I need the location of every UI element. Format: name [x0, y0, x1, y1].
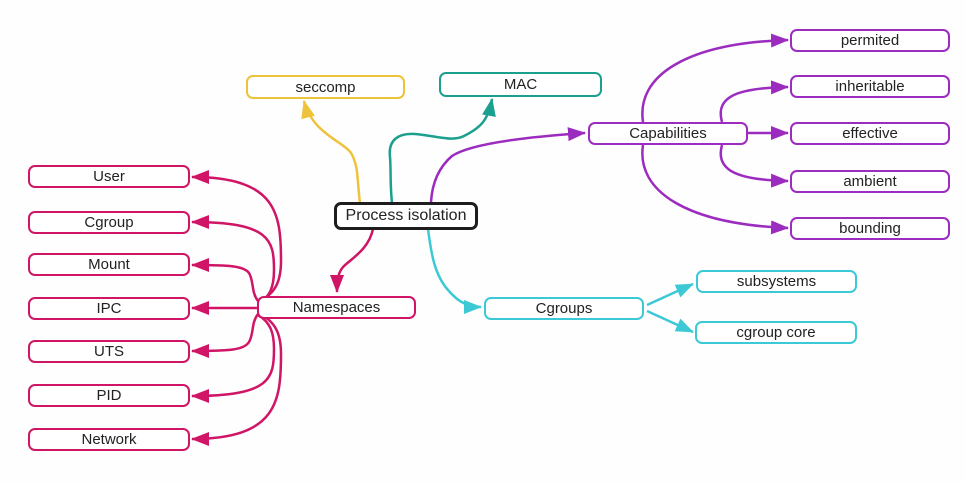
node-cgroup-core[interactable]: cgroup core [695, 321, 857, 344]
edge-capabilities-bounding [641, 144, 789, 235]
node-bounding-label: bounding [839, 220, 901, 237]
edge-namespaces-pid [191, 313, 276, 403]
node-effective[interactable]: effective [790, 122, 950, 145]
node-pid-label: PID [96, 387, 122, 404]
node-namespaces[interactable]: Namespaces [257, 296, 416, 319]
edge-namespaces-network [191, 311, 283, 446]
node-cgroup[interactable]: Cgroup [28, 211, 190, 234]
edge-namespaces-mount [191, 258, 260, 302]
node-seccomp[interactable]: seccomp [246, 75, 405, 99]
node-capabilities[interactable]: Capabilities [588, 122, 748, 145]
node-subsystems[interactable]: subsystems [696, 270, 857, 293]
node-bounding[interactable]: bounding [790, 217, 950, 240]
edge-process-namespaces [330, 228, 375, 293]
edge-process-cgroups [426, 228, 482, 314]
node-cgroup-label: Cgroup [84, 214, 134, 231]
node-uts-label: UTS [94, 343, 124, 360]
edge-capabilities-inheritable [719, 80, 789, 123]
node-effective-label: effective [842, 125, 898, 142]
node-network[interactable]: Network [28, 428, 190, 451]
node-capabilities-label: Capabilities [629, 125, 707, 142]
edge-namespaces-uts [191, 313, 260, 358]
edge-process-seccomp [301, 100, 362, 204]
node-seccomp-label: seccomp [295, 78, 356, 96]
node-inheritable[interactable]: inheritable [790, 75, 950, 98]
edge-process-mac [388, 98, 496, 204]
edge-process-capabilities [429, 127, 586, 203]
node-mount-label: Mount [88, 256, 130, 273]
edge-namespaces-user [191, 170, 283, 304]
node-network-label: Network [81, 431, 137, 448]
node-cgroups[interactable]: Cgroups [484, 297, 644, 320]
node-user[interactable]: User [28, 165, 190, 188]
node-mount[interactable]: Mount [28, 253, 190, 276]
node-pid[interactable]: PID [28, 384, 190, 407]
node-process-isolation[interactable]: Process isolation [334, 202, 478, 230]
node-ipc-label: IPC [96, 300, 122, 317]
node-user-label: User [93, 168, 125, 185]
node-permited-label: permited [840, 32, 900, 49]
node-uts[interactable]: UTS [28, 340, 190, 363]
node-process-isolation-label: Process isolation [345, 207, 467, 224]
node-ambient-label: ambient [843, 173, 897, 190]
node-ipc[interactable]: IPC [28, 297, 190, 320]
node-inheritable-label: inheritable [835, 78, 905, 95]
node-ambient[interactable]: ambient [790, 170, 950, 193]
edge-namespaces-cgroup [191, 215, 276, 306]
edge-capabilities-ambient [719, 144, 789, 188]
edge-capabilities-permited [641, 33, 789, 123]
node-mac-label: MAC [503, 76, 538, 93]
edge-cgroups-cgroup-core [646, 309, 694, 334]
edge-cgroups-subsystems [646, 282, 694, 307]
node-cgroup-core-label: cgroup core [736, 324, 816, 341]
node-cgroups-label: Cgroups [535, 300, 593, 317]
node-permited[interactable]: permited [790, 29, 950, 52]
node-subsystems-label: subsystems [736, 273, 817, 290]
node-namespaces-label: Namespaces [292, 299, 381, 316]
node-mac[interactable]: MAC [439, 72, 602, 97]
